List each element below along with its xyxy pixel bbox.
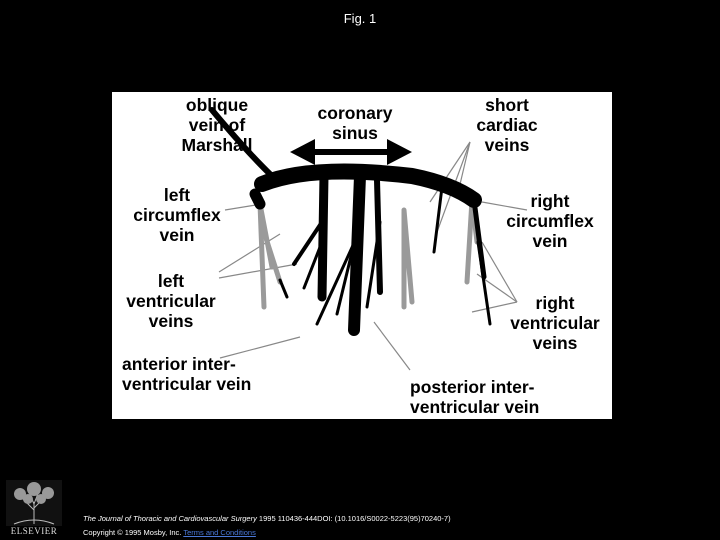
figure-panel: oblique vein of Marshall coronary sinus …	[112, 92, 612, 419]
journal-name: The Journal of Thoracic and Cardiovascul…	[83, 514, 257, 523]
label-anterior-interventricular-vein: anterior inter- ventricular vein	[122, 354, 302, 394]
citation: The Journal of Thoracic and Cardiovascul…	[83, 514, 451, 523]
label-right-ventricular-veins: right ventricular veins	[498, 293, 612, 353]
publisher-name: ELSEVIER	[4, 526, 64, 536]
label-short-cardiac-veins: short cardiac veins	[457, 95, 557, 155]
terms-link[interactable]: Terms and Conditions	[183, 528, 256, 537]
label-left-ventricular-veins: left ventricular veins	[112, 271, 230, 331]
copyright-line: Copyright © 1995 Mosby, Inc. Terms and C…	[83, 528, 256, 537]
label-posterior-interventricular-vein: posterior inter- ventricular vein	[410, 377, 610, 417]
label-coronary-sinus: coronary sinus	[290, 103, 420, 143]
label-left-circumflex-vein: left circumflex vein	[122, 185, 232, 245]
label-right-circumflex-vein: right circumflex vein	[488, 191, 612, 251]
citation-details: 1995 110436-444DOI: (10.1016/S0022-5223(…	[257, 514, 451, 523]
figure-title: Fig. 1	[0, 11, 720, 26]
label-oblique-vein-of-marshall: oblique vein of Marshall	[162, 95, 272, 155]
copyright-text: Copyright © 1995 Mosby, Inc.	[83, 528, 183, 537]
